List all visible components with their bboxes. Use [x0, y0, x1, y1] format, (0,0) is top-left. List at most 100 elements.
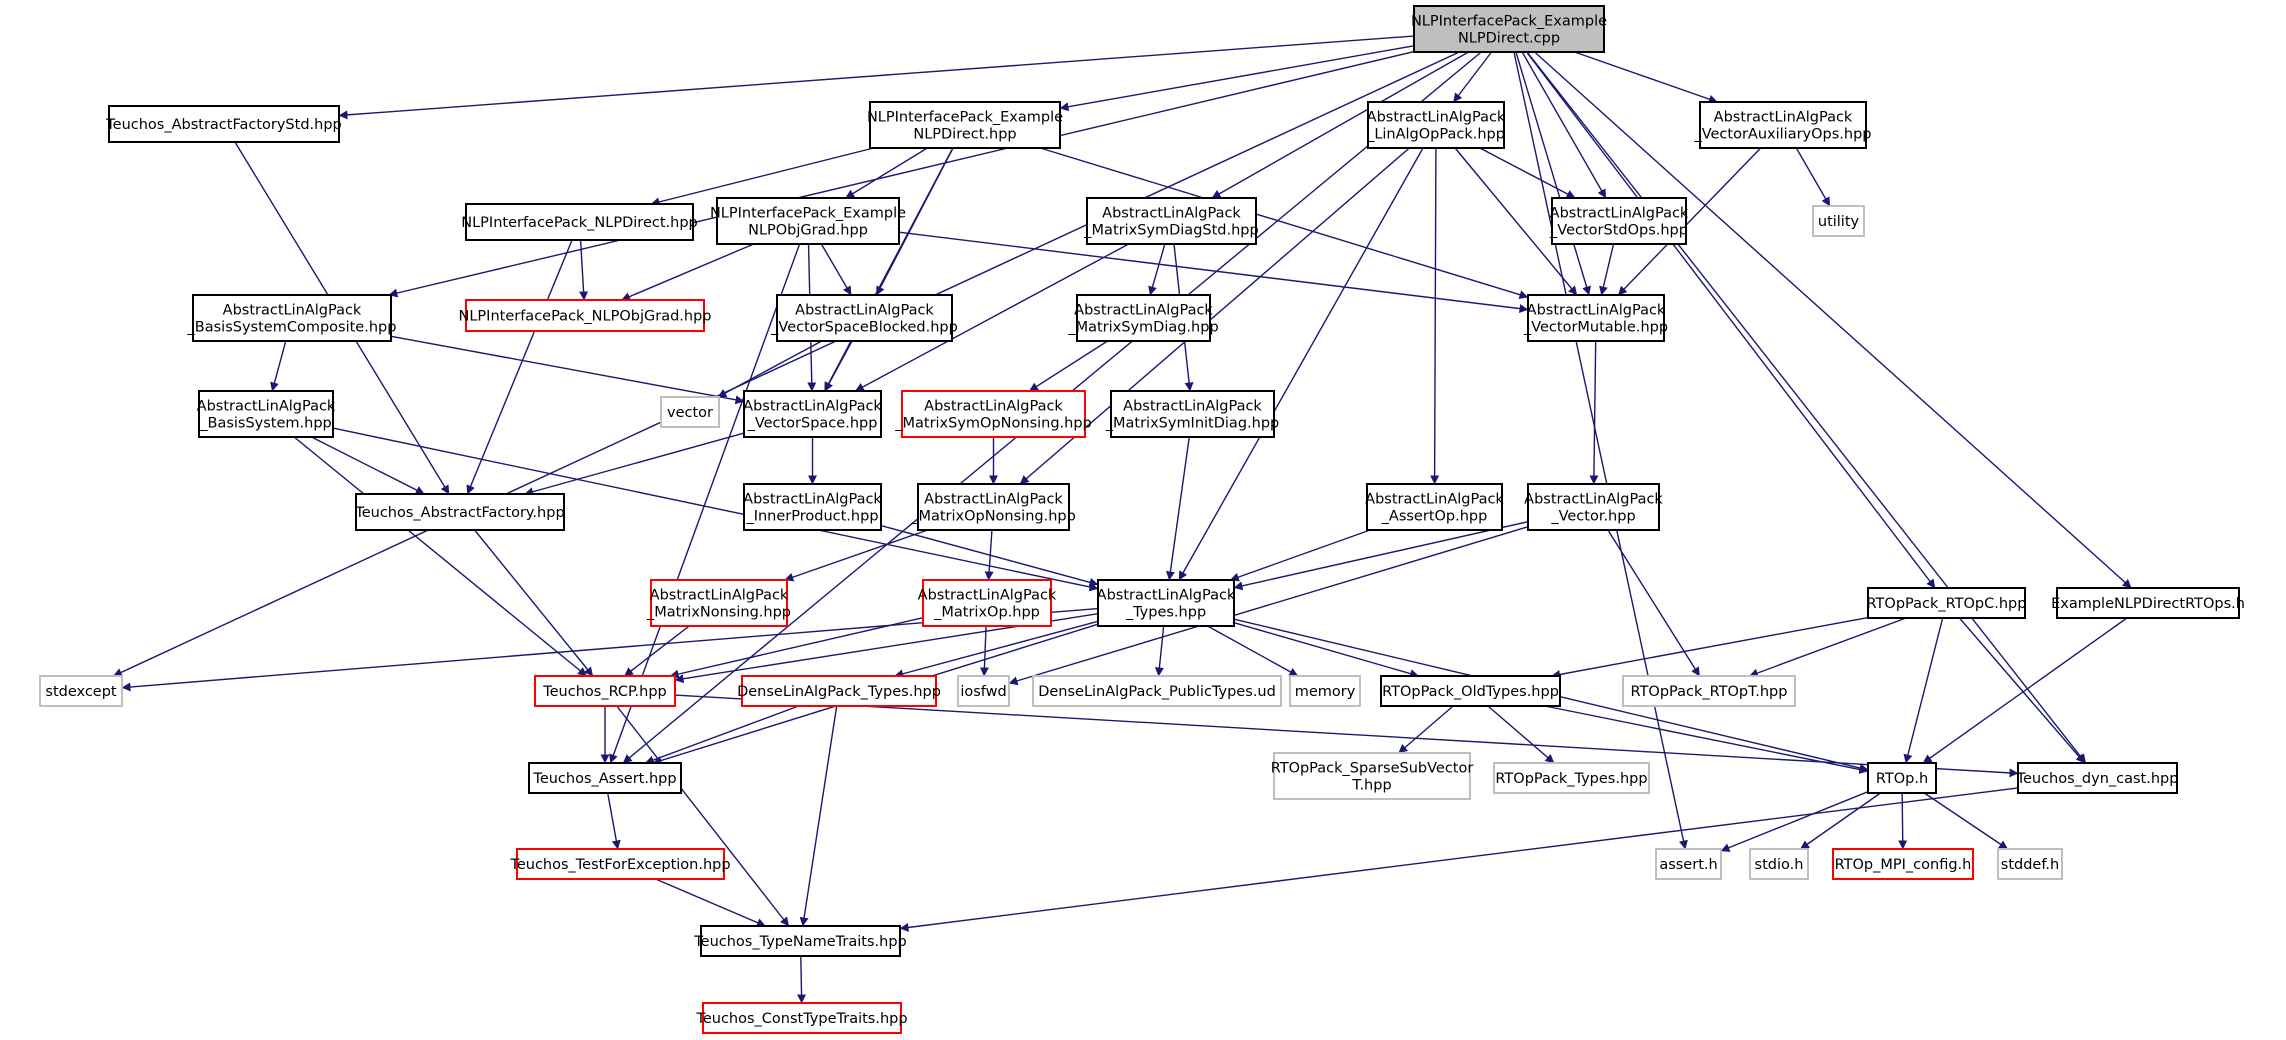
- file-node-label: Teuchos_RCP.hpp: [542, 684, 667, 700]
- file-node-label: _MatrixSymDiagStd.hpp: [1083, 223, 1258, 239]
- file-node-exrtops[interactable]: ExampleNLPDirectRTOps.h: [2051, 587, 2245, 619]
- file-node-vecdot[interactable]: AbstractLinAlgPack_Vector.hpp: [1524, 483, 1663, 531]
- file-node-vsblocked[interactable]: AbstractLinAlgPack_VectorSpaceBlocked.hp…: [770, 294, 958, 342]
- dependency-edge-typename-to-consttype: [797, 955, 807, 1004]
- file-node-mop[interactable]: AbstractLinAlgPack_MatrixOp.hpp: [918, 579, 1057, 627]
- file-node-label: RTOp_MPI_config.h: [1835, 857, 1972, 873]
- file-node-bscomp[interactable]: AbstractLinAlgPack_BasisSystemComposite.…: [187, 294, 397, 342]
- file-node-box: [1867, 762, 1937, 794]
- file-node-label: AbstractLinAlgPack: [1714, 110, 1853, 126]
- file-node-box: [650, 579, 788, 627]
- file-node-label: _MatrixSymOpNonsing.hpp: [894, 416, 1092, 432]
- file-node-msyminit[interactable]: AbstractLinAlgPack_MatrixSymInitDiag.hpp: [1105, 390, 1279, 438]
- file-node-tassert[interactable]: Teuchos_Assert.hpp: [528, 762, 682, 794]
- file-node-box: [957, 675, 1010, 707]
- file-node-label: _AssertOp.hpp: [1381, 509, 1488, 525]
- file-node-oldtypes[interactable]: RTOpPack_OldTypes.hpp: [1380, 675, 1561, 707]
- file-node-nlpdirect[interactable]: NLPInterfacePack_NLPDirect.hpp: [461, 203, 698, 241]
- file-node-box: [1097, 579, 1235, 627]
- file-node-mpiconf[interactable]: RTOp_MPI_config.h: [1832, 848, 1974, 880]
- file-node-densetypes[interactable]: DenseLinAlgPack_Types.hpp: [737, 675, 941, 707]
- file-node-rcp[interactable]: Teuchos_RCP.hpp: [534, 675, 676, 707]
- dependency-edge-root-to-msdstd: [1211, 51, 1469, 199]
- file-node-nlpobjgrad[interactable]: NLPInterfacePack_NLPObjGrad.hpp: [459, 299, 712, 332]
- file-node-box: [1867, 587, 2026, 619]
- file-node-label: _InnerProduct.hpp: [745, 509, 878, 525]
- file-node-msymopns[interactable]: AbstractLinAlgPack_MatrixSymOpNonsing.hp…: [894, 390, 1092, 438]
- dependency-edge-mop-to-rcp: [669, 617, 924, 679]
- file-node-root[interactable]: NLPInterfacePack_ExampleNLPDirect.cpp: [1411, 5, 1607, 53]
- dependency-edge-types-to-densepub: [1154, 625, 1165, 677]
- file-node-label: AbstractLinAlgPack: [197, 399, 336, 415]
- file-node-densepub: DenseLinAlgPack_PublicTypes.ud: [1032, 675, 1282, 707]
- file-node-assertop[interactable]: AbstractLinAlgPack_AssertOp.hpp: [1365, 483, 1504, 531]
- file-node-mopns[interactable]: AbstractLinAlgPack_MatrixOpNonsing.hpp: [910, 483, 1076, 531]
- file-node-linalgop[interactable]: AbstractLinAlgPack_LinAlgOpPack.hpp: [1366, 101, 1506, 149]
- file-node-box: [1110, 390, 1275, 438]
- dependency-edge-exobjgrad-to-vsblocked: [820, 243, 852, 296]
- file-node-label: memory: [1295, 684, 1356, 700]
- file-node-mnonsing[interactable]: AbstractLinAlgPack_MatrixNonsing.hpp: [646, 579, 791, 627]
- dependency-edge-rcp-to-dyncast: [674, 694, 2019, 778]
- file-node-msdstd[interactable]: AbstractLinAlgPack_MatrixSymDiagStd.hpp: [1083, 197, 1259, 245]
- file-node-box: [534, 675, 676, 707]
- file-node-testexc[interactable]: Teuchos_TestForException.hpp: [509, 848, 731, 880]
- file-node-absfacstd[interactable]: Teuchos_AbstractFactoryStd.hpp: [105, 105, 342, 143]
- file-node-box: [1366, 483, 1503, 531]
- file-node-box: [2056, 587, 2240, 619]
- file-node-label: _MatrixOp.hpp: [933, 605, 1040, 621]
- file-node-label: _VectorMutable.hpp: [1523, 320, 1668, 336]
- dependency-edge-vecdot-to-rtopt: [1607, 529, 1701, 677]
- file-node-label: NLPInterfacePack_NLPObjGrad.hpp: [459, 309, 712, 325]
- file-node-vecmut[interactable]: AbstractLinAlgPack_VectorMutable.hpp: [1523, 294, 1668, 342]
- file-node-label: RTOpPack_SparseSubVector: [1271, 761, 1474, 777]
- dependency-edge-testexc-to-typename: [655, 878, 766, 927]
- dependency-edge-root-to-absfacstd: [338, 35, 1415, 120]
- dependency-edge-root-to-linalgop: [1452, 51, 1493, 103]
- file-node-label: _MatrixSymDiag.hpp: [1067, 320, 1218, 336]
- file-node-label: iosfwd: [960, 684, 1006, 700]
- file-node-vecaux[interactable]: AbstractLinAlgPack_VectorAuxiliaryOps.hp…: [1693, 101, 1872, 149]
- file-node-label: AbstractLinAlgPack: [924, 492, 1063, 508]
- dependency-edge-exrtops-to-rtoph: [1922, 617, 2128, 764]
- file-node-label: RTOpPack_Types.hpp: [1495, 771, 1647, 787]
- file-node-box: [660, 396, 720, 428]
- dependency-edge-rtopc-to-rtoph: [1903, 617, 1944, 764]
- file-node-label: AbstractLinAlgPack: [1365, 492, 1504, 508]
- file-node-box: [528, 762, 682, 794]
- file-node-box: [1273, 752, 1471, 800]
- file-node-box: [1997, 848, 2063, 880]
- dependency-edge-exdirect-to-nlpdirect: [650, 147, 874, 207]
- file-node-rtopc[interactable]: RTOpPack_RTOpC.hpp: [1867, 587, 2027, 619]
- file-node-basissys[interactable]: AbstractLinAlgPack_BasisSystem.hpp: [197, 390, 336, 438]
- dependency-edge-mopns-to-mnonsing: [784, 529, 928, 582]
- file-node-consttype[interactable]: Teuchos_ConstTypeTraits.hpp: [695, 1002, 908, 1034]
- file-node-dyncast[interactable]: Teuchos_dyn_cast.hpp: [2016, 762, 2179, 794]
- file-node-exdirect[interactable]: NLPInterfacePack_ExampleNLPDirect.hpp: [867, 101, 1063, 149]
- file-node-label: NLPInterfacePack_Example: [1411, 14, 1607, 30]
- file-node-label: _LinAlgOpPack.hpp: [1366, 127, 1505, 143]
- file-node-types[interactable]: AbstractLinAlgPack_Types.hpp: [1097, 579, 1236, 627]
- file-node-msymdiag[interactable]: AbstractLinAlgPack_MatrixSymDiag.hpp: [1067, 294, 1219, 342]
- file-node-innerprod[interactable]: AbstractLinAlgPack_InnerProduct.hpp: [743, 483, 882, 531]
- dependency-edge-root-to-stdexcept: [112, 51, 1460, 677]
- node-layer: NLPInterfacePack_ExampleNLPDirect.cppTeu…: [39, 5, 2245, 1034]
- file-node-box: [741, 675, 937, 707]
- file-node-label: AbstractLinAlgPack: [743, 492, 882, 508]
- dependency-edge-densetypes-to-tassert: [644, 705, 799, 765]
- dependency-edge-vecdot-to-types: [1233, 521, 1529, 591]
- file-node-rtoph[interactable]: RTOp.h: [1867, 762, 1937, 794]
- file-node-label: Teuchos_AbstractFactoryStd.hpp: [105, 117, 341, 133]
- file-node-vecstdops[interactable]: AbstractLinAlgPack_VectorStdOps.hpp: [1549, 197, 1689, 245]
- file-node-asserth: assert.h: [1655, 848, 1722, 880]
- file-node-stdexcept: stdexcept: [39, 675, 123, 707]
- file-node-box: [1527, 483, 1660, 531]
- file-node-vecspace[interactable]: AbstractLinAlgPack_VectorSpace.hpp: [743, 390, 882, 438]
- file-node-typename[interactable]: Teuchos_TypeNameTraits.hpp: [693, 925, 907, 957]
- dependency-edge-mopns-to-mop: [984, 529, 994, 581]
- file-node-absfac[interactable]: Teuchos_AbstractFactory.hpp: [354, 493, 565, 531]
- file-node-vector: vector: [660, 396, 720, 428]
- file-node-label: AbstractLinAlgPack: [1102, 206, 1241, 222]
